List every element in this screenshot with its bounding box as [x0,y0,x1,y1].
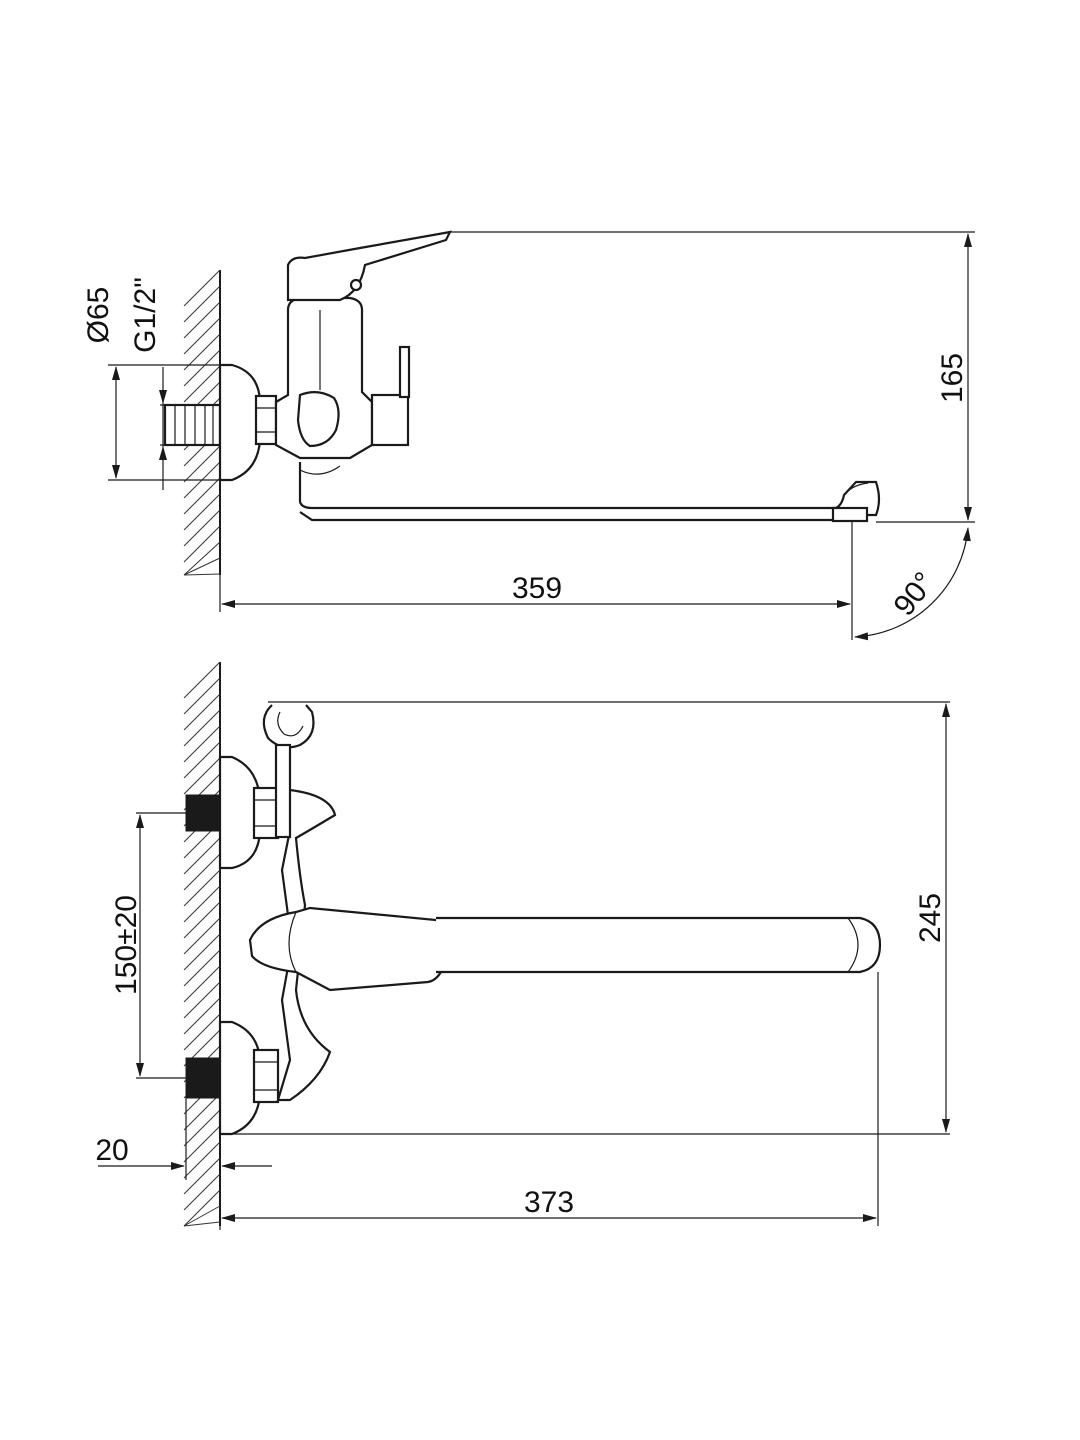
wall-flange [218,363,262,482]
angle-arc [854,527,971,641]
hex-nut [254,394,278,446]
hatch-line [183,557,221,576]
spout-side [298,462,881,522]
hatch-line [183,349,221,387]
hatch-line [183,853,221,891]
dim-reach-side: 359 [512,572,562,605]
hatch-line [183,1093,221,1131]
aerator [831,506,869,523]
shower-holder [262,704,315,839]
dim-thread: G1/2" [129,277,162,353]
hatch-line [183,901,221,939]
side-view: 165 359 Ø65 G1/2" 90° [82,230,975,641]
hatch-line [183,1189,221,1227]
hatch-line [183,1157,221,1195]
hatch-line [183,1173,221,1211]
hatch-line [183,445,221,483]
mixer-body-front [276,788,337,1102]
hatch-line [183,709,221,747]
dim-reach-front: 373 [524,1186,574,1219]
hatch-line [183,981,221,1019]
hatch-line [183,1013,221,1051]
hatch-line [183,1125,221,1163]
hatch-line [183,725,221,763]
hatch-line [183,573,221,576]
hatch-line [183,933,221,971]
hatch-line [183,949,221,987]
lever-handle [286,230,452,302]
diverter [370,393,410,447]
hatch-line [183,301,221,339]
hatch-line [183,1109,221,1147]
hatch-line [183,333,221,371]
hatch-line [183,1221,221,1227]
hatch-line [183,965,221,1003]
front-view: 245 150±20 20 373 [95,661,950,1230]
inlet-lower [185,1020,280,1136]
dim-inlet-spacing: 150±20 [110,895,143,995]
hatch-line [183,997,221,1035]
hatch-line [183,317,221,355]
dim-wall-offset: 20 [95,1134,128,1167]
dim-height-front: 245 [914,893,947,943]
spout-front [436,916,882,974]
hatch-line [183,285,221,323]
hatch-line [183,525,221,563]
hatch-line [183,741,221,779]
hatch-line [183,1205,221,1227]
hatch-line [183,477,221,515]
hatch-line [183,693,221,731]
hatch-line [183,269,221,307]
hatch-line [183,869,221,907]
hatch-line [183,757,221,795]
hatch-line [183,493,221,531]
dim-angle: 90° [888,566,942,622]
hatch-line [183,1141,221,1179]
hatch-line [183,837,221,875]
hatch-line [183,661,221,699]
hatch-line [183,509,221,547]
inlet-pipe [163,403,222,447]
lever-handle-front [248,906,448,992]
inlet-upper [185,755,280,870]
hatch-line [183,365,221,403]
hatch-line [183,677,221,715]
wall-hatch-bottom [183,661,221,1227]
hatch-line [183,917,221,955]
hatch-line [183,885,221,923]
hatch-line [183,541,221,576]
dim-height-top: 165 [936,353,969,403]
dim-flange-diameter: Ø65 [82,287,115,344]
